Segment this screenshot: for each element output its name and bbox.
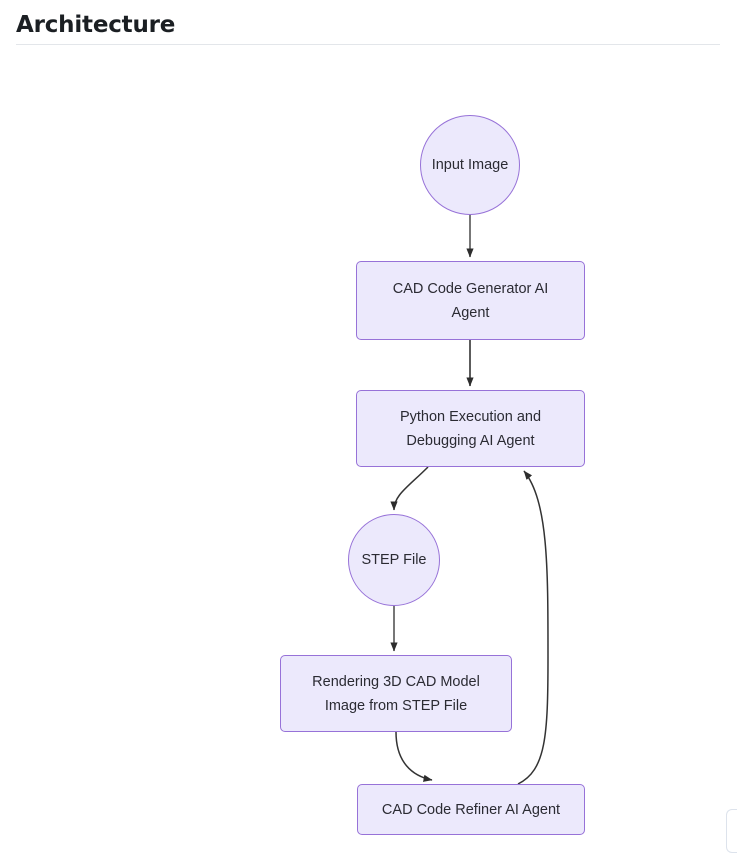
page-header: Architecture: [0, 0, 737, 46]
node-rendering-label-line1: Rendering 3D CAD Model: [312, 673, 480, 690]
edge-rendering-to-cad-refiner: [395, 731, 433, 782]
node-cad-generator-label: CAD Code Generator AI Agent: [383, 277, 559, 325]
page-title: Architecture: [16, 12, 176, 38]
node-step-file[interactable]: STEP File: [348, 514, 440, 606]
node-cad-generator-label-line1: CAD Code Generator AI: [392, 280, 549, 297]
node-input-image[interactable]: Input Image: [420, 115, 520, 215]
node-cad-generator-label-line2: Agent: [451, 304, 490, 321]
node-cad-code-generator-ai-agent[interactable]: CAD Code Generator AI Agent: [356, 261, 585, 340]
architecture-flowchart: Input Image CAD Code Generator AI Agent P…: [0, 46, 737, 857]
node-cad-refiner-label: CAD Code Refiner AI Agent: [381, 801, 561, 818]
node-rendering-label-line2: Image from STEP File: [324, 697, 468, 714]
node-input-image-label: Input Image: [431, 157, 509, 173]
clipped-corner-panel[interactable]: [726, 809, 737, 853]
node-cad-code-refiner-ai-agent[interactable]: CAD Code Refiner AI Agent: [357, 784, 585, 835]
title-divider: [16, 44, 720, 45]
node-python-exec-label-line1: Python Execution and: [399, 408, 542, 425]
edge-python-exec-to-step-file: [390, 466, 429, 511]
node-python-exec-label-line2: Debugging AI Agent: [406, 432, 535, 449]
edge-cad-refiner-to-python-exec-feedback: [517, 470, 549, 785]
node-step-file-label: STEP File: [361, 552, 427, 568]
